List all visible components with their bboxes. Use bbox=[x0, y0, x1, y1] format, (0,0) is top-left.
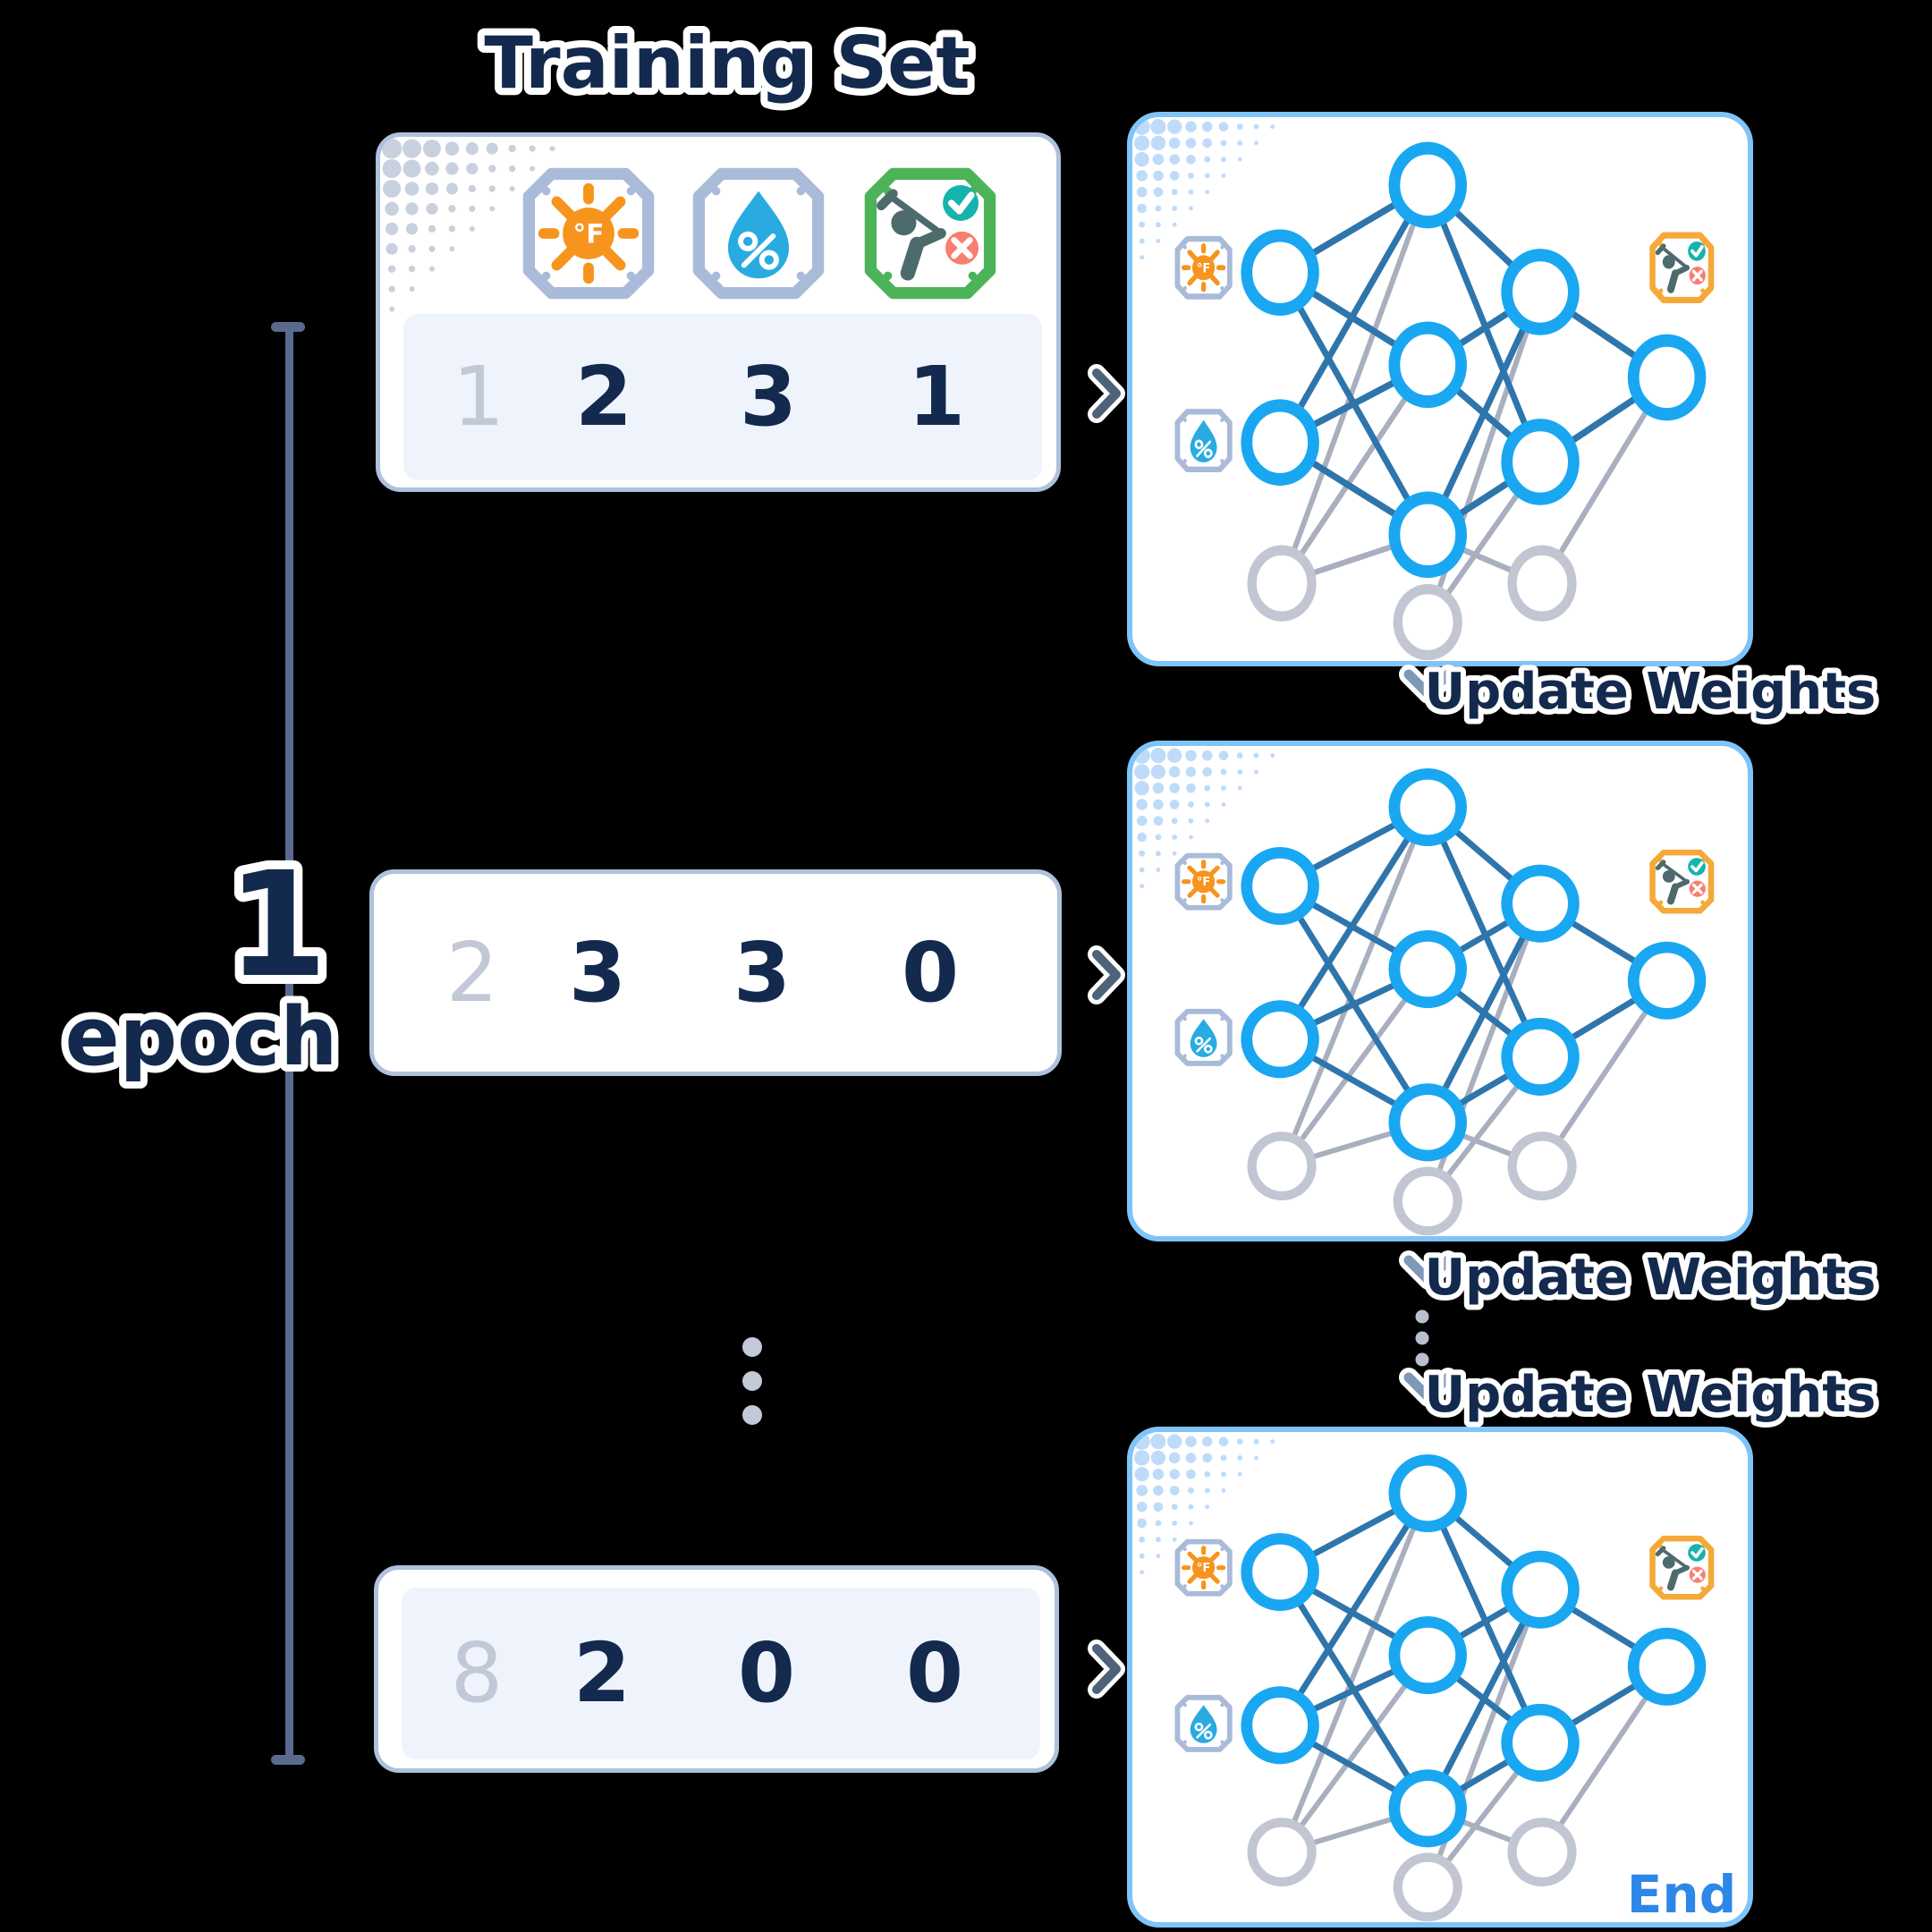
halftone-decoration bbox=[1133, 747, 1275, 889]
update-weights-step-2: Update Weights bbox=[1399, 1243, 1881, 1312]
golf-outcome-icon bbox=[863, 167, 997, 300]
row-value-outcome: 0 bbox=[901, 924, 960, 1021]
ellipsis-vertical-icon bbox=[742, 1337, 762, 1425]
chevron-down-icon bbox=[1403, 1255, 1453, 1285]
row-value-outcome: 1 bbox=[907, 349, 966, 445]
halftone-decoration bbox=[381, 138, 555, 312]
epoch-bracket-line bbox=[285, 327, 293, 1760]
svg-text:°F: °F bbox=[1197, 876, 1210, 889]
training-example-card-2: 2 3 3 0 bbox=[369, 869, 1062, 1076]
row-index: 2 bbox=[445, 924, 499, 1021]
network-panel-2: °F bbox=[1127, 741, 1753, 1241]
row-value-humidity: 0 bbox=[737, 1625, 796, 1721]
training-row: 8 2 0 0 bbox=[402, 1588, 1040, 1759]
chevron-down-icon bbox=[1403, 1372, 1453, 1402]
update-weights-step-3: Update Weights bbox=[1399, 1360, 1881, 1429]
row-value-humidity: 3 bbox=[739, 349, 798, 445]
epoch-word: epoch bbox=[65, 990, 338, 1084]
epoch-label: 1 epoch bbox=[58, 833, 345, 1091]
row-index: 1 bbox=[452, 349, 505, 445]
row-value-temperature: 3 bbox=[568, 924, 627, 1021]
neural-network-diagram: °F bbox=[1174, 1453, 1715, 1922]
row-value-outcome: 0 bbox=[905, 1625, 964, 1721]
ellipsis-vertical-icon bbox=[1415, 1309, 1429, 1367]
row-value-humidity: 3 bbox=[733, 924, 792, 1021]
humidity-percent-icon bbox=[691, 167, 826, 300]
epoch-bracket-top-cap bbox=[271, 322, 305, 332]
network-panel-1: °F bbox=[1127, 112, 1753, 666]
page-title-svg: Training Set bbox=[477, 14, 977, 112]
training-example-card-8: 8 2 0 0 bbox=[374, 1565, 1059, 1773]
row-index: 8 bbox=[450, 1625, 504, 1721]
neural-network-diagram: °F bbox=[1174, 141, 1715, 661]
svg-text:°F: °F bbox=[1197, 261, 1210, 276]
svg-text:°F: °F bbox=[572, 218, 604, 249]
chevron-right-icon bbox=[1088, 945, 1125, 1004]
chevron-down-icon bbox=[1403, 669, 1453, 699]
halftone-decoration bbox=[1133, 1433, 1275, 1575]
page-title: Training Set bbox=[484, 21, 970, 105]
chevron-right-icon bbox=[1088, 1640, 1125, 1699]
halftone-decoration bbox=[1133, 118, 1275, 260]
update-weights-step-1: Update Weights bbox=[1399, 657, 1881, 726]
end-label: End bbox=[1627, 1864, 1736, 1925]
update-weights-label: Update Weights bbox=[1425, 1366, 1877, 1424]
update-weights-label: Update Weights bbox=[1425, 1249, 1877, 1307]
end-label-svg: End bbox=[1622, 1859, 1741, 1930]
training-row: 1 2 3 1 bbox=[403, 314, 1042, 480]
epoch-bracket-bottom-cap bbox=[271, 1755, 305, 1765]
svg-text:°F: °F bbox=[1197, 1562, 1210, 1575]
row-value-temperature: 2 bbox=[574, 349, 633, 445]
chevron-right-icon bbox=[1088, 364, 1125, 423]
row-value-temperature: 2 bbox=[572, 1625, 631, 1721]
temperature-f-icon: °F bbox=[521, 167, 656, 300]
update-weights-label: Update Weights bbox=[1425, 663, 1877, 721]
training-example-card-1: °F 1 2 3 1 bbox=[376, 132, 1061, 492]
neural-network-diagram: °F bbox=[1174, 767, 1715, 1236]
epoch-count: 1 bbox=[227, 842, 328, 1010]
network-panel-3: °F bbox=[1127, 1427, 1753, 1928]
